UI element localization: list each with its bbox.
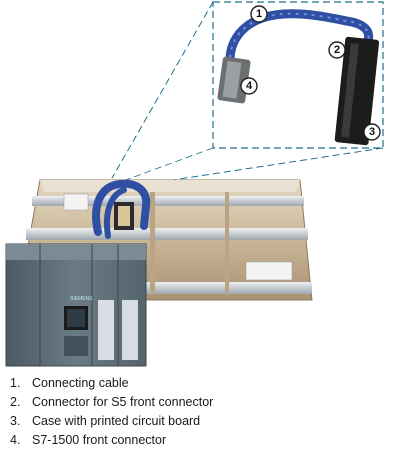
legend-number: 2. <box>10 395 21 409</box>
detail-leader-line <box>119 147 214 183</box>
callout-3: 3 <box>363 123 381 141</box>
legend-text: Connector for S5 front connector <box>32 395 214 409</box>
s7-1500-plc: SIEMENS <box>5 243 147 367</box>
svg-text:2: 2 <box>334 44 340 56</box>
callout-2: 2 <box>328 41 346 59</box>
detail-frame <box>212 1 384 149</box>
legend-item: 2. Connector for S5 front connector <box>10 393 410 412</box>
detail-leader-line <box>111 1 214 179</box>
svg-text:SIEMENS: SIEMENS <box>70 296 93 302</box>
connecting-cable <box>92 179 151 236</box>
legend-text: Case with printed circuit board <box>32 414 201 428</box>
legend-item: 1. Connecting cable <box>10 374 410 393</box>
legend-number: 3. <box>10 414 21 428</box>
legend-number: 1. <box>10 376 21 390</box>
callout-1: 1 <box>250 5 268 23</box>
legend-text: S7-1500 front connector <box>32 433 167 447</box>
detail-inset: 1 2 3 4 <box>111 1 384 186</box>
detail-leader-line <box>139 147 384 186</box>
legend-number: 4. <box>10 433 21 447</box>
svg-text:1: 1 <box>256 8 262 20</box>
tray-label <box>245 261 293 281</box>
product-figure: 1 2 3 4 <box>5 1 384 367</box>
legend-list: 1. Connecting cable 2. Connector for S5 … <box>10 374 410 450</box>
svg-text:4: 4 <box>246 80 253 92</box>
legend-item: 3. Case with printed circuit board <box>10 412 410 431</box>
s5-connector-case <box>334 36 380 146</box>
legend-item: 4. S7-1500 front connector <box>10 431 410 450</box>
din-rail <box>26 228 308 240</box>
din-rail <box>32 196 304 206</box>
svg-text:3: 3 <box>369 126 375 138</box>
legend-text: Connecting cable <box>32 376 129 390</box>
tray-label <box>63 193 89 211</box>
callout-4: 4 <box>240 77 258 95</box>
s7-1500-front-connector <box>217 56 251 104</box>
